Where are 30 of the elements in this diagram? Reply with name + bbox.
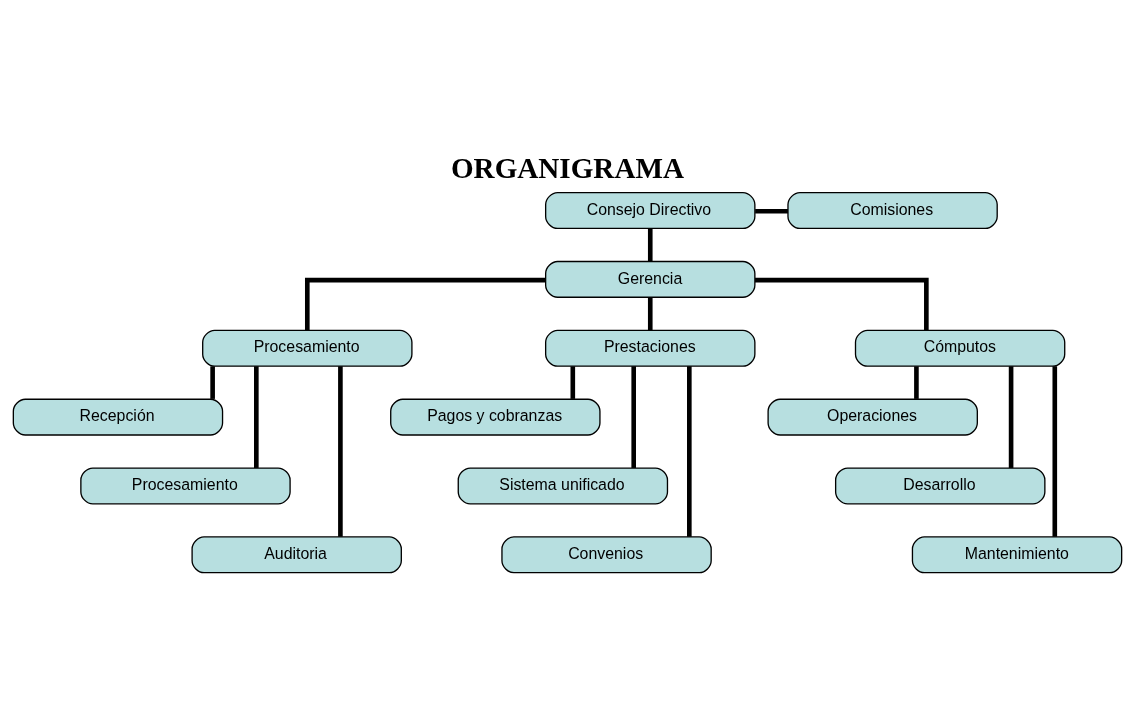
connector [647,228,653,261]
connector [1008,365,1014,468]
node-box: Mantenimiento [911,535,1123,573]
connector [305,277,546,330]
connector [210,365,215,399]
node-box: Convenios [501,535,712,573]
connector [755,208,788,214]
node-box: Desarrollo [835,466,1046,504]
node-box: Cómputos [854,329,1066,367]
node-box: Consejo Directivo [545,191,756,229]
connector [755,277,929,330]
node-box: Comisiones [787,191,998,229]
node-box: Operaciones [767,398,978,436]
connector [570,365,576,399]
node-box: Sistema unificado [457,466,669,504]
connector [631,365,637,468]
node-box: Procesamiento [202,329,413,367]
connector [338,365,343,537]
connector [687,365,692,537]
connector [1052,365,1058,537]
connector [914,365,919,399]
node-box: Pagos y cobranzas [390,398,601,436]
diagram-title: ORGANIGRAMA [450,151,684,184]
node-box: Prestaciones [545,329,756,367]
node-box: Procesamiento [80,466,291,504]
node-box: Recepción [12,398,224,436]
connector [647,297,653,330]
connector [254,365,259,468]
node-box: Gerencia [545,260,756,298]
node-box: Auditoria [191,535,402,573]
